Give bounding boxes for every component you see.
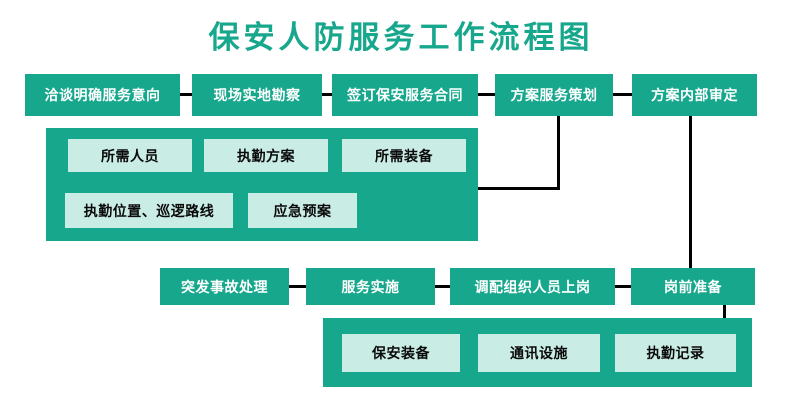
flow-node-negotiate-intent: 洽谈明确服务意向 [25,74,180,116]
detail-node-personnel: 所需人员 [68,139,192,172]
flow-node-site-survey: 现场实地勘察 [192,74,322,116]
detail-node-emergency-plan: 应急预案 [248,193,357,228]
flow-node-service-implementation: 服务实施 [306,268,435,305]
flow-node-plan-service: 方案服务策划 [495,74,613,116]
connector-line [435,285,450,288]
flow-node-incident-handling: 突发事故处理 [160,268,289,305]
flow-node-pre-post-preparation: 岗前准备 [631,268,755,305]
connector-line [615,285,631,288]
flow-node-plan-review: 方案内部审定 [632,74,757,116]
connector-line [478,187,560,190]
detail-node-communication-facilities: 通讯设施 [478,334,600,372]
detail-node-equipment-needed: 所需装备 [342,139,466,172]
connector-line [180,93,192,96]
connector-line [478,93,495,96]
detail-node-duty-records: 执勤记录 [615,334,736,372]
connector-line [723,305,726,319]
connector-line [613,93,632,96]
connector-line [689,116,692,269]
flow-node-sign-contract: 签订保安服务合同 [332,74,478,116]
page-title: 保安人防服务工作流程图 [208,20,594,55]
flow-node-deploy-staff: 调配组织人员上岗 [450,268,615,305]
connector-line [557,116,560,190]
detail-node-security-equipment: 保安装备 [342,334,460,372]
connector-line [289,285,306,288]
detail-node-duty-positions: 执勤位置、巡逻路线 [65,193,233,228]
detail-node-duty-plan: 执勤方案 [204,139,328,172]
connector-line [322,93,332,96]
